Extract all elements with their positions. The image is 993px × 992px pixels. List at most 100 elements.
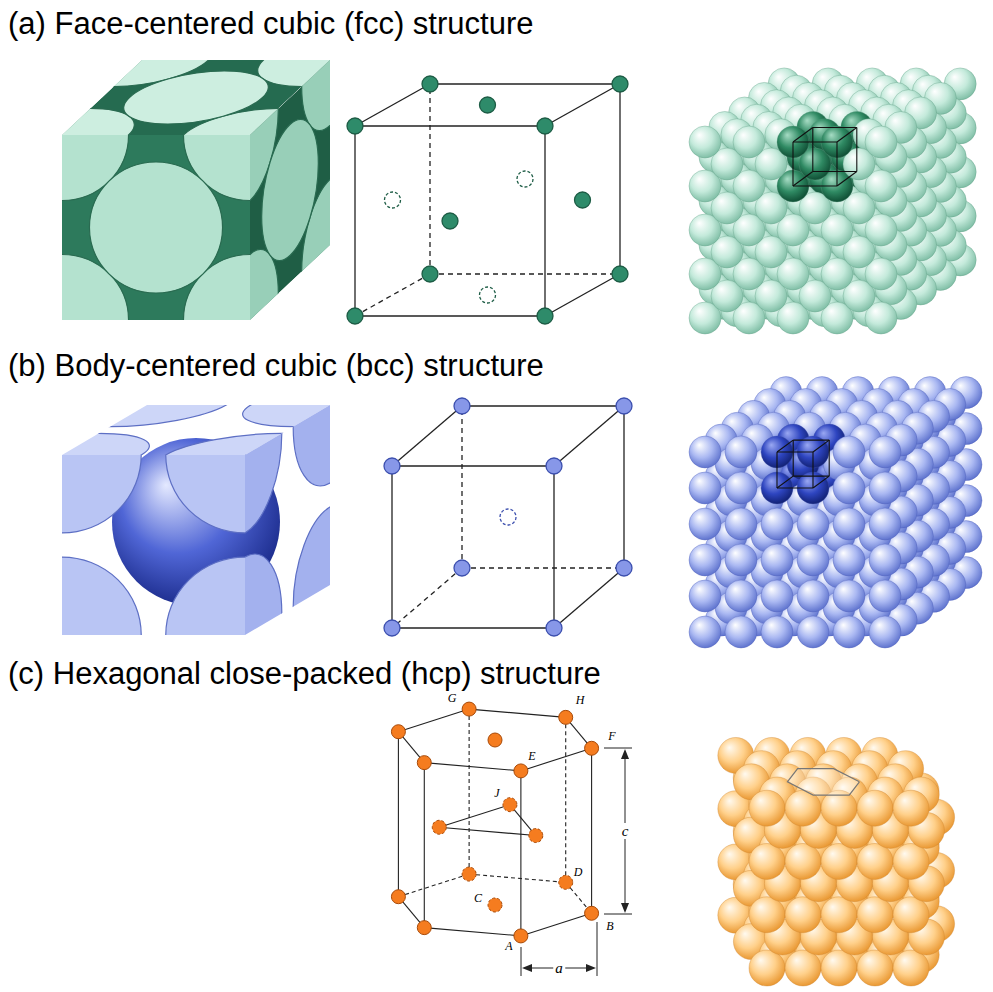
sphere-section (62, 433, 178, 455)
lattice-sphere (725, 544, 757, 576)
lattice-sphere (725, 508, 757, 540)
cell-edge (469, 709, 470, 874)
cell-edge (424, 763, 425, 928)
atom-dot (347, 308, 363, 324)
atom-dot (391, 725, 405, 739)
lattice-sphere (725, 436, 757, 468)
cube-face (0, 383, 446, 476)
lattice-sphere (893, 790, 929, 826)
cell-edge (591, 748, 592, 913)
lattice-sphere (833, 616, 865, 648)
arrowhead (586, 964, 596, 972)
cube-edge (392, 627, 554, 628)
unit-cell-outline (829, 440, 830, 476)
atom-dot (391, 890, 405, 904)
sphere-section (166, 557, 245, 635)
panel-heading: (b) Body-centered cubic (bcc) structure (8, 348, 544, 384)
hcp-wireframe (391, 702, 598, 943)
atom-dot (488, 733, 502, 747)
cell-edge (398, 874, 469, 897)
atom-dot (546, 458, 562, 474)
lattice-sphere (833, 580, 865, 612)
unit-cell-outline (793, 171, 813, 186)
lattice-sphere (857, 790, 893, 826)
dimension-line (604, 748, 632, 749)
dimension-label: c (620, 823, 631, 839)
sphere-section (293, 405, 330, 505)
cube-edge (355, 274, 430, 316)
atom-dot (422, 76, 438, 92)
lattice-sphere (733, 126, 765, 158)
point-label: A (505, 940, 512, 953)
point-label: H (576, 694, 585, 707)
cube-face-clip (62, 405, 330, 455)
dimension-line (604, 914, 632, 915)
dimension-line (521, 947, 522, 976)
atom-dot (462, 867, 476, 881)
lattice-sphere (821, 897, 857, 933)
cube-edge (355, 84, 430, 126)
sphere-section (62, 557, 141, 635)
bcc-lattice (689, 377, 982, 648)
atom-dot (616, 398, 632, 414)
cube-face-clip (250, 60, 330, 320)
sphere-section (293, 485, 330, 635)
lattice-sphere (857, 950, 893, 986)
lattice-sphere (725, 472, 757, 504)
lattice-sphere (857, 897, 893, 933)
cube-edge (462, 567, 624, 568)
cell-edge (439, 827, 536, 835)
cube-edge (392, 406, 462, 466)
lattice-sphere (749, 790, 785, 826)
dimension-lines (521, 748, 632, 976)
cube-edge (553, 466, 554, 628)
lattice-sphere (761, 508, 793, 540)
cell-edge (439, 805, 510, 828)
cube-edge (462, 405, 624, 406)
lattice-sphere (761, 616, 793, 648)
unit-cell-outline (776, 452, 777, 488)
lattice-sphere (833, 508, 865, 540)
lattice-sphere (865, 126, 897, 158)
lattice-sphere (689, 508, 721, 540)
unit-cell-outline (836, 142, 837, 186)
atom-dot (559, 875, 573, 889)
lattice-sphere (749, 897, 785, 933)
basal-hexagon (787, 769, 859, 795)
point-label: F (608, 730, 615, 743)
atom-dot (612, 266, 628, 282)
sphere-section (262, 98, 319, 282)
unit-cell-outline (793, 440, 829, 441)
cube-edge (545, 84, 620, 126)
atom-dot (559, 710, 573, 724)
sphere-section (101, 71, 291, 124)
panel-heading: (c) Hexagonal close-packed (hcp) structu… (8, 656, 601, 692)
cell-edge (398, 709, 469, 732)
unit-cell-outline (777, 451, 813, 452)
atom-dot (585, 906, 599, 920)
lattice-sphere (869, 472, 901, 504)
lattice-sphere (893, 897, 929, 933)
lattice-sphere (689, 436, 721, 468)
unit-cell-outline (813, 127, 857, 128)
atom-dot (546, 620, 562, 636)
cube-edge (554, 406, 624, 466)
dimension-label: a (553, 960, 565, 976)
atom-dot (480, 97, 496, 113)
atom-dot (517, 171, 533, 187)
sphere-section (245, 535, 282, 635)
cube-edge (429, 84, 430, 274)
atom-dot (384, 620, 400, 636)
lattice-sphere (785, 843, 821, 879)
lattice-sphere (869, 508, 901, 540)
atom-dot (500, 509, 516, 525)
cell-edge (469, 709, 566, 717)
atom-dot (585, 741, 599, 755)
cube-edge (619, 84, 620, 274)
unit-cell-outline (792, 142, 793, 186)
atom-dot (422, 266, 438, 282)
unit-cell-outline (812, 127, 813, 171)
cube-edge (623, 406, 624, 568)
atom-dot (385, 192, 401, 208)
